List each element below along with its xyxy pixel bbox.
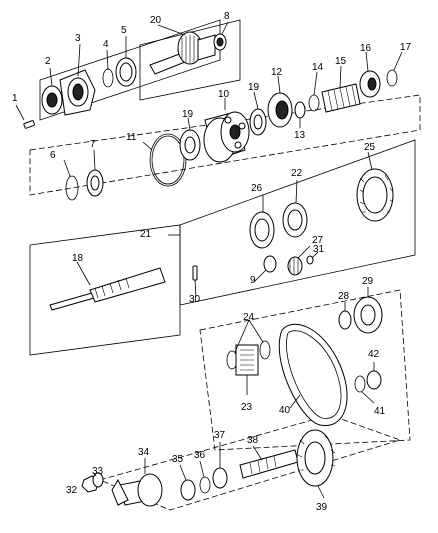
callout-26: 26 bbox=[251, 183, 263, 194]
part-bearing-5 bbox=[115, 57, 137, 87]
part-ring-36 bbox=[199, 476, 211, 494]
callouts: 1 2 3 4 5 6 7 8 9 10 11 12 13 14 15 16 1… bbox=[12, 11, 412, 513]
callout-22: 22 bbox=[291, 168, 303, 179]
part-front-cover bbox=[59, 69, 96, 116]
panel-mainshaft bbox=[29, 224, 181, 356]
part-bearing-42 bbox=[366, 370, 382, 390]
part-gear-26 bbox=[249, 211, 275, 249]
callout-29: 29 bbox=[362, 276, 374, 287]
callout-3: 3 bbox=[75, 33, 81, 44]
callout-10: 10 bbox=[218, 89, 230, 100]
part-bolt bbox=[23, 120, 35, 129]
part-planetary-carrier bbox=[203, 111, 250, 163]
part-large-gear bbox=[356, 168, 394, 222]
part-ring-24b bbox=[259, 340, 271, 360]
leader-lines bbox=[15, 21, 403, 499]
callout-42: 42 bbox=[368, 349, 380, 360]
part-washer-31 bbox=[306, 255, 314, 265]
callout-12: 12 bbox=[271, 67, 283, 78]
callout-35: 35 bbox=[172, 454, 184, 465]
callout-16: 16 bbox=[360, 43, 372, 54]
callout-39: 39 bbox=[316, 502, 328, 513]
part-shim-pack bbox=[235, 344, 259, 376]
part-seal bbox=[41, 85, 63, 115]
part-gear-22 bbox=[282, 202, 308, 238]
part-washer-14 bbox=[308, 94, 320, 112]
callout-25: 25 bbox=[364, 142, 376, 153]
callout-37: 37 bbox=[214, 430, 226, 441]
part-mainshaft bbox=[49, 267, 166, 311]
callout-4: 4 bbox=[103, 39, 109, 50]
part-thrust-washer-7 bbox=[86, 169, 104, 197]
callout-1: 1 bbox=[12, 93, 18, 104]
part-annulus-gear bbox=[267, 92, 293, 128]
part-seal-28 bbox=[338, 310, 352, 330]
panel-chain bbox=[199, 289, 411, 451]
callout-6: 6 bbox=[50, 150, 56, 161]
part-bearing-37 bbox=[212, 467, 228, 489]
callout-33: 33 bbox=[92, 466, 104, 477]
part-snap-ring-17 bbox=[386, 69, 398, 87]
callout-9: 9 bbox=[250, 275, 256, 286]
callout-30: 30 bbox=[189, 294, 201, 305]
panel-gears bbox=[179, 139, 416, 306]
part-snap-ring-41 bbox=[354, 375, 366, 393]
callout-14: 14 bbox=[312, 62, 324, 73]
callout-38: 38 bbox=[247, 435, 259, 446]
callout-15: 15 bbox=[335, 56, 347, 67]
part-snap-ring-4 bbox=[102, 68, 114, 88]
callout-7: 7 bbox=[90, 139, 96, 150]
callout-18: 18 bbox=[72, 253, 84, 264]
part-ring-6 bbox=[65, 175, 79, 201]
callout-27: 27 bbox=[312, 235, 324, 246]
part-snap-ring-11 bbox=[149, 133, 187, 187]
callout-36: 36 bbox=[194, 450, 206, 461]
part-needle-bearing-27 bbox=[287, 256, 303, 276]
part-seal-35 bbox=[180, 479, 196, 501]
part-thrust-washer-19b bbox=[249, 108, 267, 136]
part-washer-13 bbox=[294, 101, 306, 119]
callout-32: 32 bbox=[66, 485, 78, 496]
part-yoke bbox=[111, 473, 163, 507]
part-rear-retainer bbox=[353, 296, 383, 334]
callout-11: 11 bbox=[126, 132, 137, 143]
part-driven-sprocket bbox=[296, 429, 336, 487]
callout-28: 28 bbox=[338, 291, 350, 302]
part-output-shaft bbox=[149, 31, 216, 75]
callout-2: 2 bbox=[45, 56, 51, 67]
callout-40: 40 bbox=[279, 405, 291, 416]
part-front-output-shaft bbox=[239, 449, 299, 479]
part-thrust-washer-19a bbox=[179, 129, 201, 161]
callout-5: 5 bbox=[121, 25, 127, 36]
part-washer-33 bbox=[92, 472, 104, 488]
callout-8: 8 bbox=[224, 11, 230, 22]
callout-41: 41 bbox=[374, 406, 386, 417]
part-bearing-8 bbox=[213, 33, 227, 51]
callout-17: 17 bbox=[400, 42, 412, 53]
callout-19a: 19 bbox=[182, 109, 194, 120]
panel-output-shaft bbox=[139, 19, 241, 101]
part-pin bbox=[192, 265, 198, 281]
callout-31: 31 bbox=[313, 244, 325, 255]
part-gear-16 bbox=[359, 70, 381, 98]
callout-21: 21 bbox=[140, 229, 152, 240]
callout-34: 34 bbox=[138, 447, 150, 458]
callout-13: 13 bbox=[294, 130, 306, 141]
callout-23: 23 bbox=[241, 402, 253, 413]
callout-19b: 19 bbox=[248, 82, 260, 93]
part-needle-bearing-9 bbox=[263, 255, 277, 273]
callout-20: 20 bbox=[150, 15, 162, 26]
part-sun-gear bbox=[321, 83, 361, 113]
callout-24: 24 bbox=[243, 312, 255, 323]
